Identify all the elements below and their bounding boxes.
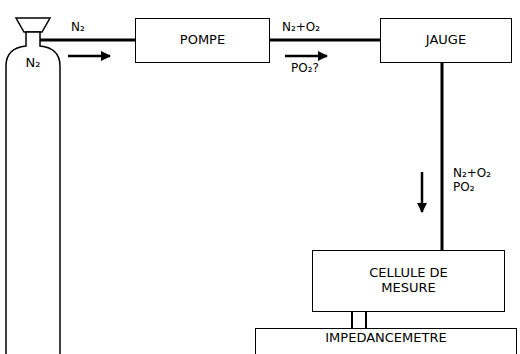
node-text: POMPE [180,33,225,48]
bottle-body [6,32,60,354]
node-text: CELLULE DE MESURE [353,266,465,296]
flow-label: N₂+O₂ PO₂ [452,166,506,195]
flow-arrow [68,55,110,58]
flow-arrow [285,55,327,58]
signal-wire [365,312,367,328]
instrument-box: IMPEDANCEMETRE [255,328,517,354]
valve-cap [16,18,50,32]
flow-label: N₂ [70,20,86,34]
process-box: CELLULE DE MESURE [312,250,505,312]
flow-arrow [421,172,424,212]
process-box: JAUGE [380,18,512,63]
node-text: IMPEDANCEMETRE [325,331,446,346]
process-box: POMPE [135,18,270,63]
node-text: JAUGE [426,33,466,48]
gas-line [441,63,444,250]
flow-label: N₂+O₂ [281,20,321,34]
pressure-label: PO₂? [290,61,320,75]
signal-wire [351,312,353,328]
node-text: N₂ [26,56,41,71]
gas-bottle: N₂ [2,16,64,354]
gas-line [40,39,135,42]
gas-line [270,39,380,42]
